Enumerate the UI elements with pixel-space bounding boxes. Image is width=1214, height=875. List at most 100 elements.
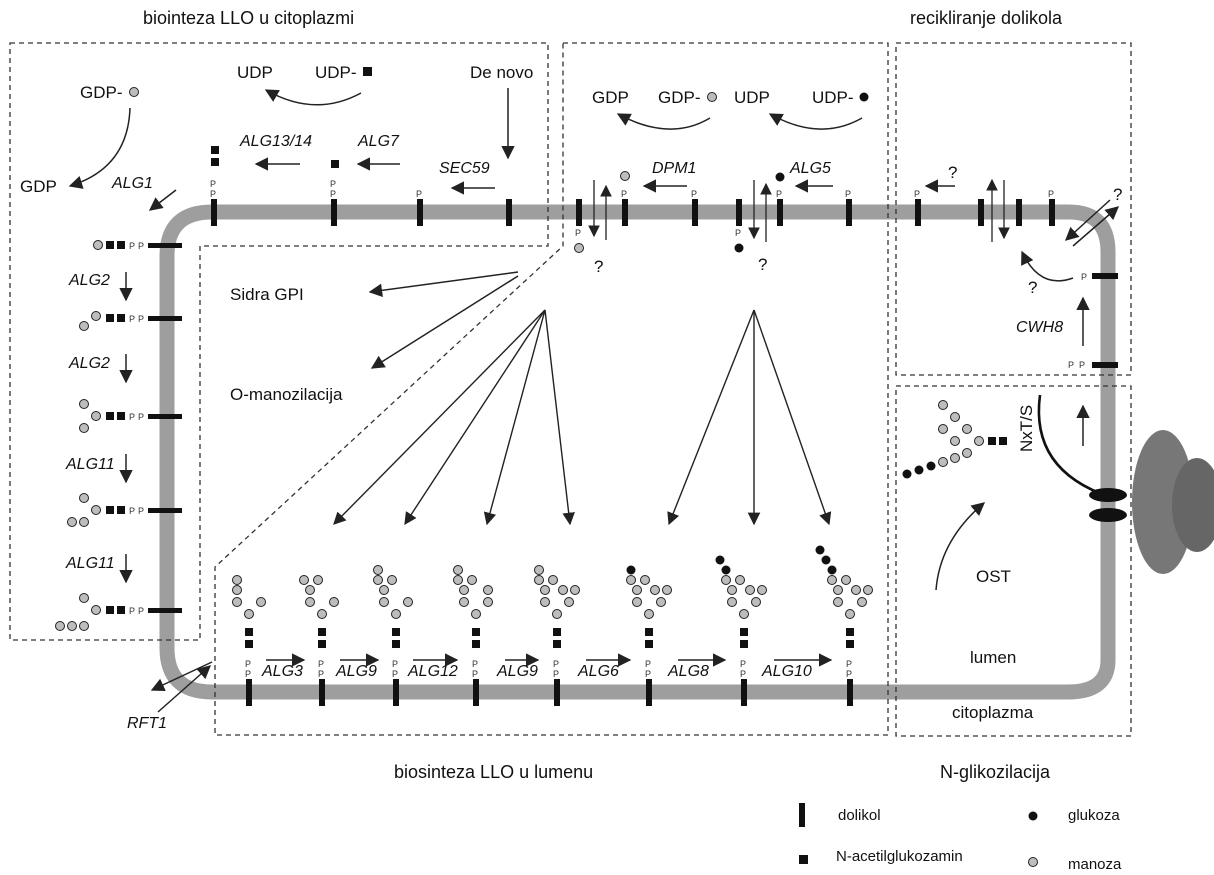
llo-luminal-stage-8: PP: [815, 545, 873, 706]
svg-text:P: P: [138, 314, 144, 324]
enzyme-alg5: ALG5: [789, 160, 831, 177]
udp-glucose-label: UDP-: [812, 88, 854, 107]
svg-text:P: P: [472, 659, 478, 669]
unknown-mark: ?: [1028, 278, 1037, 297]
translocon: [1089, 488, 1127, 502]
svg-text:P: P: [1048, 189, 1054, 199]
pathway-gpi-anchor: Sidra GPI: [230, 285, 304, 304]
udp-label-2: UDP: [734, 88, 770, 107]
svg-text:P: P: [210, 189, 216, 199]
enzyme-alg8: ALG8: [667, 663, 709, 680]
mannose-icon: [707, 92, 717, 102]
svg-text:P: P: [210, 179, 216, 189]
svg-text:P: P: [846, 669, 852, 679]
svg-text:P: P: [318, 669, 324, 679]
lumen-label: lumen: [970, 648, 1016, 667]
llo-luminal-stage-6: PP: [626, 565, 672, 706]
enzyme-alg11-first: ALG11: [65, 456, 115, 473]
svg-text:P: P: [318, 659, 324, 669]
dolichol-icon: [1092, 362, 1118, 368]
svg-text:P: P: [740, 659, 746, 669]
nascent-polypeptide: [1037, 394, 1111, 499]
llo-luminal-stage-3: PP: [373, 565, 413, 706]
region-title-cytoplasmic-llo: biointeza LLO u citoplazmi: [143, 8, 354, 28]
region-box-luminal-llo: [214, 42, 889, 736]
enzyme-alg9-first: ALG9: [335, 663, 377, 680]
enzyme-alg12: ALG12: [407, 663, 458, 680]
pathway-o-mannosylation: O-manozilacija: [230, 385, 343, 404]
enzyme-dpm1: DPM1: [652, 160, 696, 177]
svg-text:P: P: [129, 412, 135, 422]
llo-luminal-stage-7: PP: [715, 555, 767, 706]
dolichol-icon: [211, 199, 217, 226]
enzyme-alg11-second: ALG11: [65, 555, 115, 572]
svg-text:P: P: [1081, 272, 1087, 282]
enzyme-alg9-second: ALG9: [496, 663, 538, 680]
svg-text:P: P: [776, 189, 782, 199]
enzyme-alg10: ALG10: [761, 663, 812, 680]
region-box-dolichol-recycling: [895, 42, 1132, 376]
svg-text:P: P: [129, 506, 135, 516]
translocon: [1089, 508, 1127, 522]
svg-text:P: P: [138, 606, 144, 616]
svg-text:P: P: [691, 189, 697, 199]
enzyme-cwh8: CWH8: [1016, 319, 1063, 336]
svg-text:P: P: [1068, 360, 1074, 370]
llo-luminal-stage-4: PP: [453, 565, 493, 706]
enzyme-sec59: SEC59: [439, 160, 490, 177]
svg-text:P: P: [392, 659, 398, 669]
svg-text:P: P: [245, 659, 251, 669]
dolichol-icon: [506, 199, 512, 226]
region-title-luminal-llo: biosinteza LLO u lumenu: [394, 762, 593, 782]
enzyme-alg2-second: ALG2: [68, 355, 110, 372]
enzyme-rft1: RFT1: [127, 715, 167, 732]
dolichol-icon: [331, 199, 337, 226]
svg-text:P: P: [575, 228, 581, 238]
svg-text:P: P: [645, 669, 651, 679]
enzyme-alg13-14: ALG13/14: [239, 133, 312, 150]
legend-mannose-icon: [1028, 857, 1038, 867]
enzyme-alg1: ALG1: [111, 175, 153, 192]
glucose-icon: [859, 92, 869, 102]
er-membrane: [159, 204, 1116, 700]
gdp-label: GDP: [20, 177, 57, 196]
gdp-mannose-label: GDP-: [80, 83, 123, 102]
svg-text:P: P: [416, 189, 422, 199]
legend-glucose-icon: [1028, 811, 1038, 821]
svg-text:P: P: [553, 659, 559, 669]
enzyme-alg2-first: ALG2: [68, 272, 110, 289]
legend: dolikol N-acetilglukozamin glukoza manoz…: [799, 803, 1122, 873]
svg-text:P: P: [472, 669, 478, 679]
llo-luminal-stage-1: PP: [232, 575, 266, 706]
enzyme-alg6: ALG6: [577, 663, 619, 680]
svg-text:P: P: [621, 189, 627, 199]
gdp-label-2: GDP: [592, 88, 629, 107]
udp-label: UDP: [237, 63, 273, 82]
gdp-mannose-label-2: GDP-: [658, 88, 701, 107]
legend-mannose-label: manoza: [1068, 856, 1122, 873]
svg-text:P: P: [330, 179, 336, 189]
ost-label: OST: [976, 567, 1011, 586]
unknown-mark: ?: [948, 163, 957, 182]
mannose-icon: [129, 87, 139, 97]
llo-luminal-stage-5: PP: [534, 565, 580, 706]
legend-glucose-label: glukoza: [1068, 807, 1120, 824]
svg-text:P: P: [645, 659, 651, 669]
cytoplasm-label: citoplazma: [952, 703, 1034, 722]
legend-dolichol-icon: [799, 803, 805, 827]
region-box-cytoplasmic-llo: [9, 42, 549, 641]
region-title-dolichol-recycling: recikliranje dolikola: [910, 8, 1063, 28]
unknown-mark: ?: [758, 255, 767, 274]
udp-glcnac-label: UDP-: [315, 63, 357, 82]
de-novo-label: De novo: [470, 63, 533, 82]
svg-text:P: P: [1079, 360, 1085, 370]
legend-glcnac-icon: [799, 855, 808, 864]
dolichol-icon: [417, 199, 423, 226]
svg-text:P: P: [845, 189, 851, 199]
svg-text:P: P: [245, 669, 251, 679]
